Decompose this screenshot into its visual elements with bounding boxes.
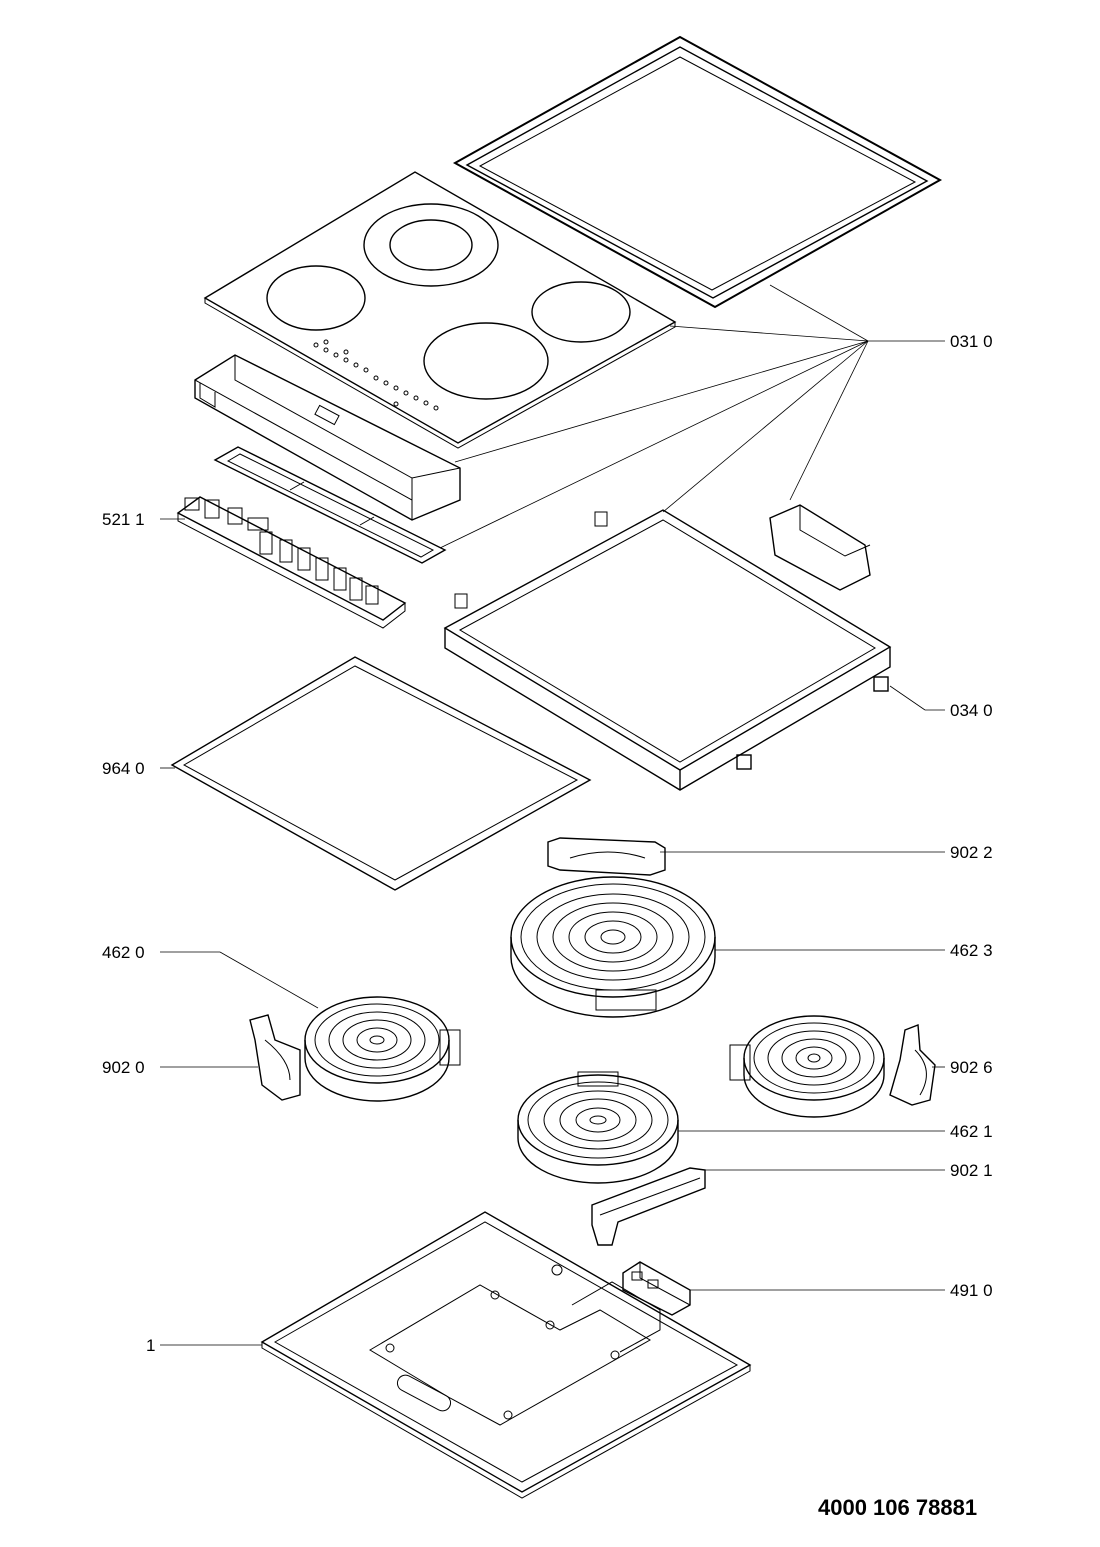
base-pan [260, 1211, 752, 1499]
label-902-1: 902 1 [950, 1161, 993, 1180]
top-trim-frame [452, 35, 943, 309]
document-number: 4000 106 78881 [818, 1495, 977, 1520]
control-board-frame [213, 446, 447, 564]
label-1: 1 [146, 1336, 155, 1355]
part-labels: 031 0 521 1 034 0 964 0 902 2 462 3 462 … [102, 332, 993, 1520]
label-462-1: 462 1 [950, 1122, 993, 1141]
label-462-3: 462 3 [950, 941, 993, 960]
electronic-control-board [176, 496, 407, 629]
side-bracket [769, 504, 871, 591]
control-dots [313, 339, 439, 411]
terminal-block [622, 1261, 691, 1316]
heating-element-right [729, 1015, 885, 1118]
label-902-6: 902 6 [950, 1058, 993, 1077]
front-bracket [591, 1167, 706, 1246]
label-462-0: 462 0 [102, 943, 145, 962]
label-034-0: 034 0 [950, 701, 993, 720]
label-031-0: 031 0 [950, 332, 993, 351]
label-964-0: 964 0 [102, 759, 145, 778]
right-bracket [889, 1024, 936, 1106]
support-frame [443, 509, 892, 791]
sealing-gasket [170, 656, 592, 891]
heating-element-left [304, 996, 461, 1102]
label-491-0: 491 0 [950, 1281, 993, 1300]
leader-lines [160, 284, 945, 1346]
label-902-2: 902 2 [950, 843, 993, 862]
left-bracket [249, 1014, 301, 1101]
heating-element-large [510, 876, 716, 1018]
bracket-clip [736, 676, 889, 770]
large-zone-bracket [547, 837, 666, 876]
label-521-1: 521 1 [102, 510, 145, 529]
label-902-0: 902 0 [102, 1058, 145, 1077]
heating-element-front [517, 1071, 679, 1184]
control-housing [194, 354, 461, 521]
glass-ceramic-top [203, 171, 677, 449]
